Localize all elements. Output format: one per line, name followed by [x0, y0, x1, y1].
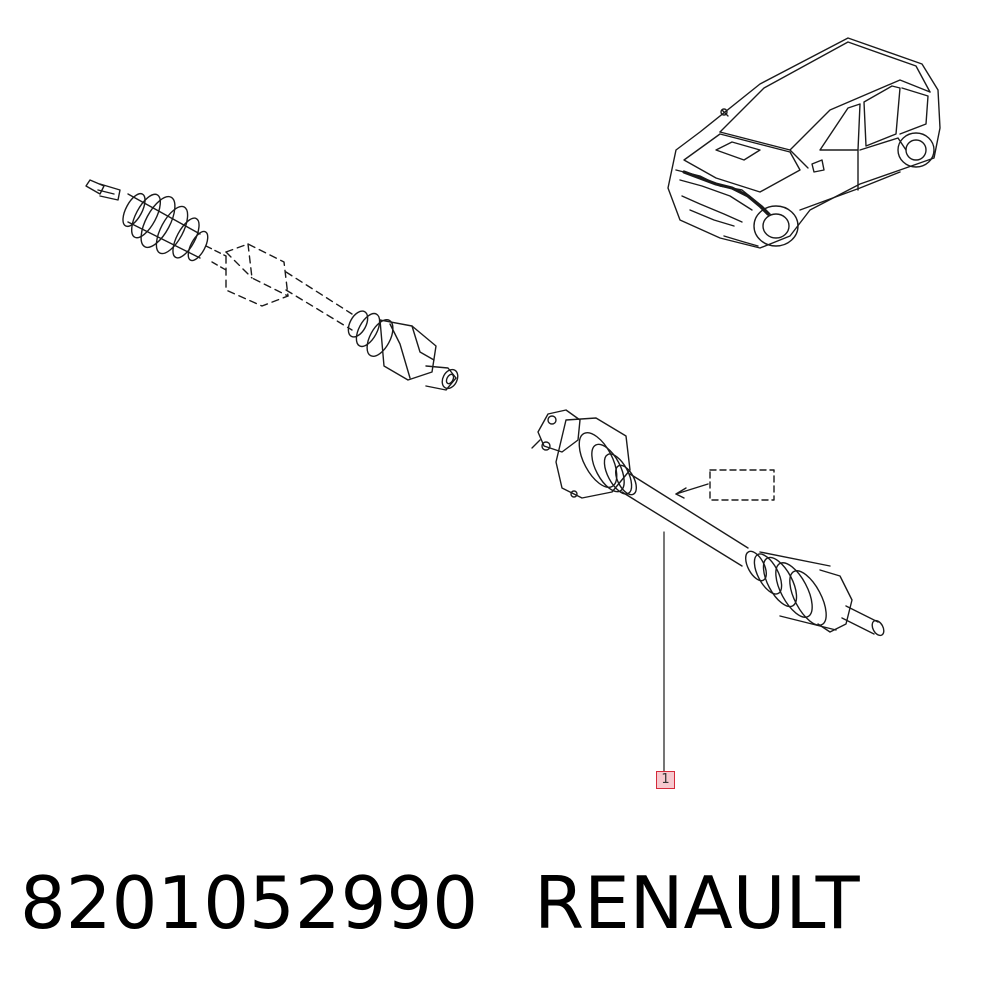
main-driveshaft: [531, 409, 885, 637]
part-caption: 8201052990 RENAULT: [20, 858, 860, 948]
callout-1[interactable]: 1: [656, 771, 675, 789]
car-thumbnail: [667, 37, 941, 249]
upper-driveshaft: [85, 179, 459, 391]
part-number: 8201052990: [20, 861, 479, 945]
brand-name: RENAULT: [534, 861, 860, 945]
